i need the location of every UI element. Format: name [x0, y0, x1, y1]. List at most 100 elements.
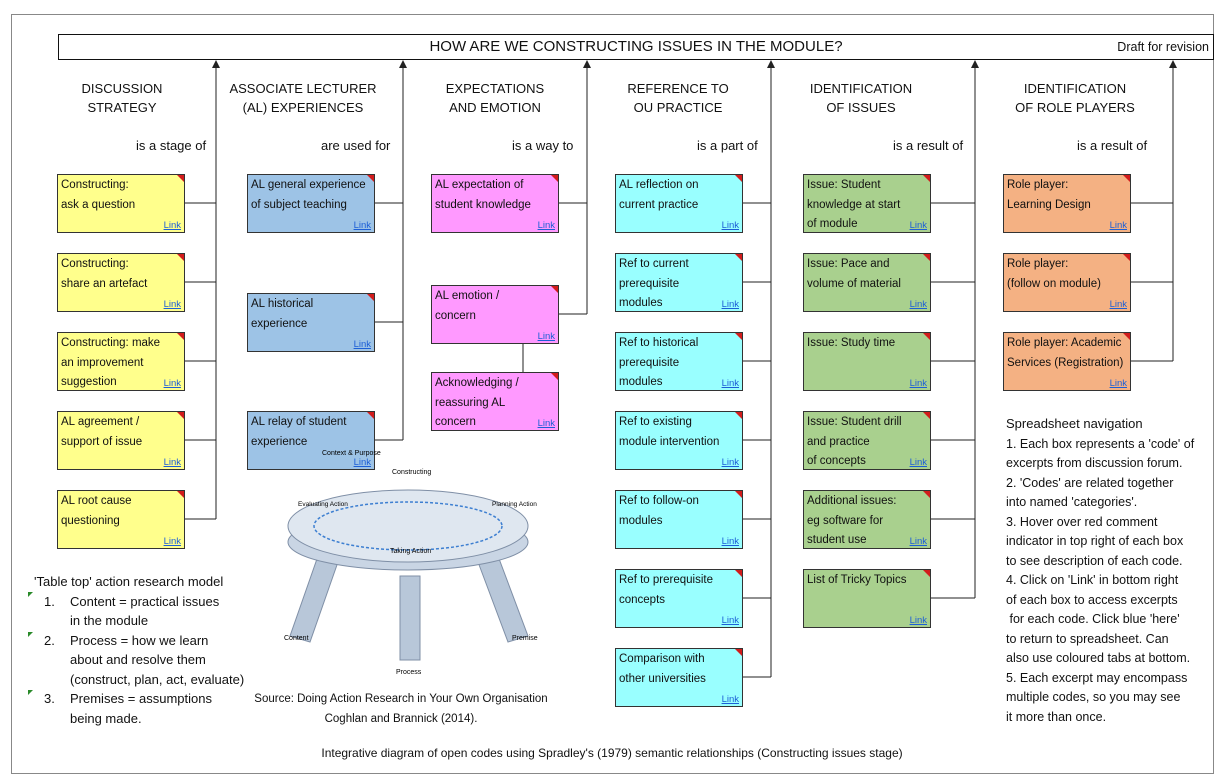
- comment-indicator[interactable]: [923, 491, 930, 498]
- code-link[interactable]: Link: [721, 220, 739, 231]
- code-link[interactable]: Link: [721, 615, 739, 626]
- code-link[interactable]: Link: [721, 694, 739, 705]
- comment-indicator[interactable]: [735, 333, 742, 340]
- code-link[interactable]: Link: [909, 615, 927, 626]
- relationship-label: is a result of: [1077, 138, 1148, 153]
- comment-indicator[interactable]: [367, 294, 374, 301]
- item-number: 2.: [44, 632, 55, 648]
- code-link[interactable]: Link: [721, 299, 739, 310]
- category-line-2: OF ISSUES: [826, 100, 896, 115]
- code-label: questioning: [61, 514, 120, 527]
- comment-indicator[interactable]: [367, 175, 374, 182]
- code-link[interactable]: Link: [721, 536, 739, 547]
- code-label: (follow on module): [1007, 277, 1101, 290]
- comment-indicator[interactable]: [551, 286, 558, 293]
- code-link[interactable]: Link: [353, 220, 371, 231]
- comment-indicator[interactable]: [735, 254, 742, 261]
- diagram-title: HOW ARE WE CONSTRUCTING ISSUES IN THE MO…: [429, 38, 843, 55]
- code-link[interactable]: Link: [163, 378, 181, 389]
- arrowhead: [212, 60, 220, 68]
- code-label: suggestion: [61, 376, 117, 388]
- code-link[interactable]: Link: [1109, 378, 1127, 389]
- item-text: in the module: [70, 613, 149, 628]
- code-label: Constructing:: [61, 179, 129, 191]
- comment-indicator[interactable]: [177, 333, 184, 340]
- code-link[interactable]: Link: [1109, 299, 1127, 310]
- code-label: of subject teaching: [251, 198, 347, 211]
- model-item: (construct, plan, act, evaluate): [34, 670, 264, 690]
- comment-indicator[interactable]: [1123, 254, 1130, 261]
- code-label: experience: [251, 435, 308, 448]
- code-link[interactable]: Link: [1109, 220, 1127, 231]
- comment-indicator[interactable]: [1123, 333, 1130, 340]
- comment-indicator[interactable]: [735, 649, 742, 656]
- comment-indicator[interactable]: [1123, 175, 1130, 182]
- code-label: Role player: Academic: [1007, 337, 1122, 349]
- comment-indicator[interactable]: [923, 412, 930, 419]
- code-label: of module: [807, 218, 858, 230]
- comment-indicator[interactable]: [735, 412, 742, 419]
- code-label: prerequisite: [619, 277, 680, 290]
- code-link[interactable]: Link: [163, 220, 181, 231]
- navigation-line: 1. Each box represents a 'code' of: [1006, 436, 1195, 451]
- code-label: knowledge at start: [807, 198, 901, 211]
- code-link[interactable]: Link: [353, 457, 371, 468]
- comment-indicator[interactable]: [177, 254, 184, 261]
- code-label: AL general experience: [251, 179, 366, 191]
- evaluating-action-label: Evaluating Action: [298, 501, 348, 508]
- code-link[interactable]: Link: [909, 220, 927, 231]
- code-box: Issue: Student knowledge at start of modul…: [803, 174, 931, 233]
- code-link[interactable]: Link: [537, 331, 555, 342]
- code-link[interactable]: Link: [909, 299, 927, 310]
- comment-indicator[interactable]: [923, 570, 930, 577]
- code-label: Role player:: [1007, 258, 1069, 270]
- comment-indicator[interactable]: [923, 175, 930, 182]
- code-label: Issue: Student: [807, 179, 881, 191]
- table-top-model-figure: Context & Purpose Constructing Evaluatin…: [284, 450, 538, 676]
- comment-indicator[interactable]: [923, 254, 930, 261]
- comment-indicator[interactable]: [177, 412, 184, 419]
- code-label: AL agreement /: [61, 416, 140, 428]
- code-label: AL historical: [251, 298, 314, 310]
- code-label: student knowledge: [435, 198, 531, 211]
- comment-indicator[interactable]: [551, 373, 558, 380]
- bottom-caption: Integrative diagram of open codes using …: [321, 746, 903, 760]
- navigation-line: it more than once.: [1006, 709, 1107, 724]
- source-line-2: Coghlan and Brannick (2014).: [324, 712, 478, 725]
- code-link[interactable]: Link: [909, 457, 927, 468]
- relationship-label: is a part of: [697, 138, 758, 153]
- code-link[interactable]: Link: [721, 378, 739, 389]
- context-purpose-label: Context & Purpose: [322, 450, 381, 457]
- comment-indicator[interactable]: [923, 333, 930, 340]
- comment-indicator[interactable]: [551, 175, 558, 182]
- code-link[interactable]: Link: [163, 536, 181, 547]
- comment-indicator[interactable]: [177, 491, 184, 498]
- comment-indicator[interactable]: [735, 570, 742, 577]
- code-link[interactable]: Link: [721, 457, 739, 468]
- code-link[interactable]: Link: [909, 378, 927, 389]
- code-label: concern: [435, 416, 476, 428]
- code-label: Ref to existing: [619, 416, 692, 428]
- code-link[interactable]: Link: [537, 418, 555, 429]
- comment-indicator[interactable]: [735, 175, 742, 182]
- comment-indicator[interactable]: [367, 412, 374, 419]
- cell-indicator: [28, 632, 33, 637]
- comment-indicator[interactable]: [177, 175, 184, 182]
- code-link[interactable]: Link: [163, 299, 181, 310]
- code-label: volume of material: [807, 277, 901, 290]
- model-item: being made.: [34, 709, 264, 729]
- code-link[interactable]: Link: [909, 536, 927, 547]
- code-link[interactable]: Link: [537, 220, 555, 231]
- arrowhead: [767, 60, 775, 68]
- code-link[interactable]: Link: [353, 339, 371, 350]
- code-link[interactable]: Link: [163, 457, 181, 468]
- comment-indicator[interactable]: [735, 491, 742, 498]
- code-label: Additional issues:: [807, 495, 897, 507]
